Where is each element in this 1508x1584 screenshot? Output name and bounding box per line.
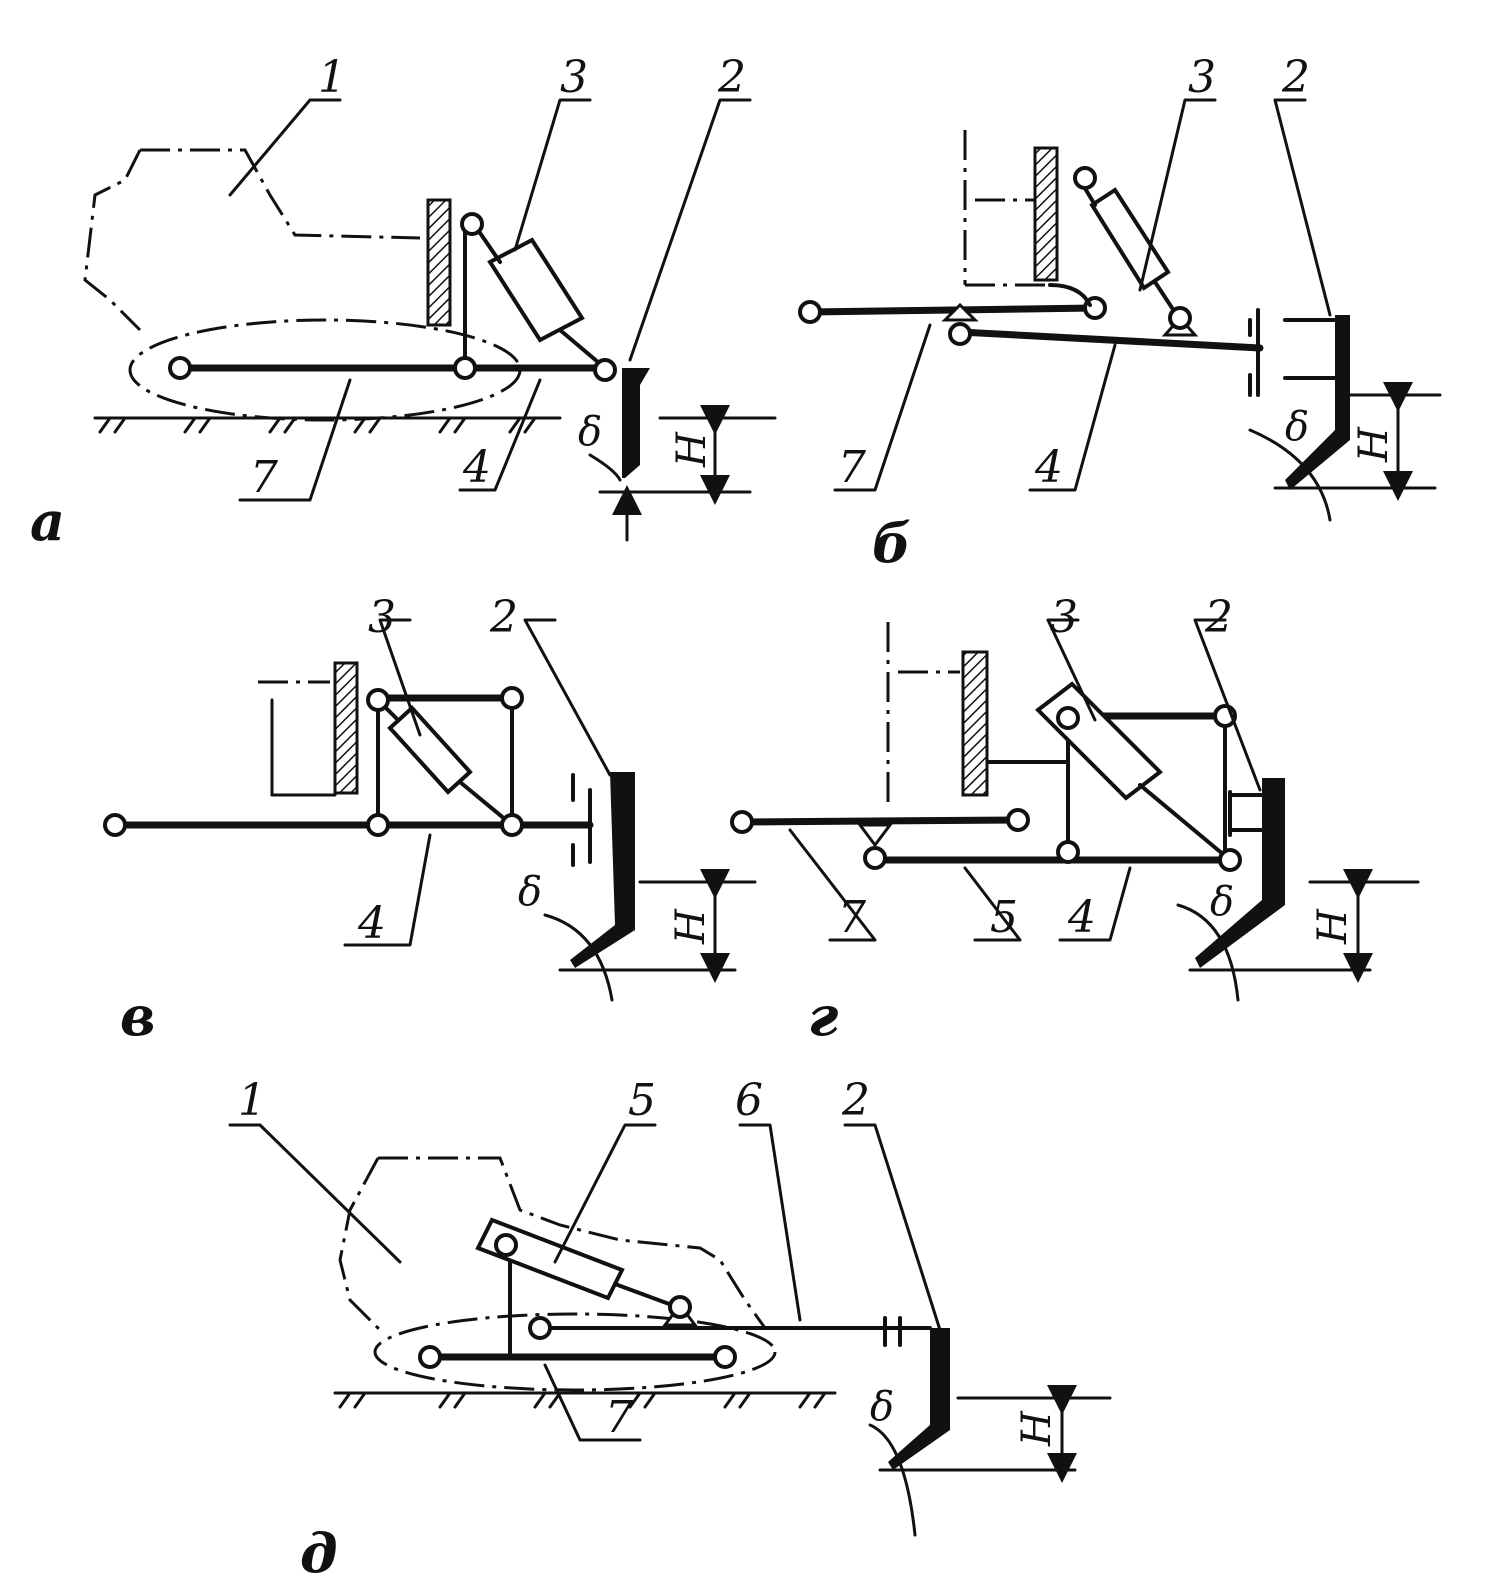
label-3: 3 <box>560 52 588 103</box>
leader-lines <box>343 618 612 947</box>
pin-joint <box>1056 706 1080 730</box>
pin-joint <box>500 686 524 710</box>
rear-mounting-plate <box>961 650 989 797</box>
beam-4 <box>956 328 1264 352</box>
label-5: 5 <box>990 892 1018 943</box>
ground-hatching <box>98 416 537 434</box>
label-7: 7 <box>605 1392 633 1443</box>
depth-H: H <box>1310 908 1356 945</box>
angle-arc <box>1176 903 1240 1002</box>
scheme-b: 3 2 7 4 δ H б <box>798 52 1442 575</box>
pin-joint <box>528 1316 552 1340</box>
push-frame-7 <box>736 816 1022 826</box>
rear-mounting-plate <box>1033 146 1059 282</box>
pin-joint <box>798 300 822 324</box>
ripper-tooth-2 <box>570 772 635 968</box>
angle-arc <box>1248 428 1332 522</box>
pin-joint <box>1168 306 1192 330</box>
variant-letter: б <box>872 511 911 575</box>
rear-mounting-plate <box>333 661 359 795</box>
label-5: 5 <box>628 1075 656 1126</box>
label-6: 6 <box>735 1075 763 1126</box>
label-3: 3 <box>368 592 396 643</box>
label-2: 2 <box>841 1075 870 1126</box>
pin-joint <box>103 813 127 837</box>
pin-joint <box>668 1295 692 1319</box>
pin-joint <box>366 688 390 712</box>
variant-letter: в <box>120 984 155 1048</box>
label-7: 7 <box>838 892 866 943</box>
track-outline <box>373 1312 777 1392</box>
angle-delta: δ <box>1285 404 1309 450</box>
pin-joint <box>948 322 972 346</box>
ripper-tooth-2 <box>1195 778 1285 968</box>
pin-joint <box>418 1345 442 1369</box>
label-2: 2 <box>717 52 746 103</box>
pin-joint <box>713 1345 737 1369</box>
push-frame-7 <box>806 304 1099 316</box>
scheme-g: 3 2 7 5 4 δ H г <box>730 592 1420 1048</box>
depth-H: H <box>668 908 714 945</box>
ripper-tooth-2 <box>888 1328 950 1470</box>
pin-joint <box>366 813 390 837</box>
pin-joint <box>1056 840 1080 864</box>
ripper-tooth-2 <box>1285 315 1350 490</box>
angle-arc <box>588 453 622 482</box>
label-7: 7 <box>838 442 866 493</box>
pin-joint <box>730 810 754 834</box>
angle-arc <box>543 913 614 1002</box>
variant-letter: д <box>300 1521 338 1584</box>
rear-mounting-plate <box>426 198 452 327</box>
ground-hatching <box>338 1391 827 1409</box>
pin-joint <box>460 212 484 236</box>
pin-joint <box>494 1233 518 1257</box>
label-7: 7 <box>250 452 278 503</box>
leader-lines <box>228 1123 942 1442</box>
label-3: 3 <box>1050 592 1078 643</box>
label-1: 1 <box>238 1075 266 1126</box>
ripper-tooth-2 <box>622 368 650 478</box>
variant-letter: а <box>30 489 65 553</box>
tractor-body-outline <box>338 1156 767 1332</box>
tractor-body-outline <box>83 148 421 332</box>
pin-joint <box>593 358 617 382</box>
pin-joint <box>863 846 887 870</box>
label-2: 2 <box>1281 52 1310 103</box>
leader-lines <box>228 98 752 502</box>
variant-letter: г <box>808 984 838 1048</box>
depth-H: H <box>669 431 715 468</box>
angle-delta: δ <box>870 1384 894 1430</box>
angle-arc <box>868 1423 917 1537</box>
label-4: 4 <box>1034 442 1063 493</box>
label-3: 3 <box>1188 52 1216 103</box>
depth-H: H <box>1351 426 1397 463</box>
pin-joint <box>500 813 524 837</box>
hydraulic-cylinder-3 <box>376 698 514 827</box>
label-2: 2 <box>489 592 518 643</box>
label-1: 1 <box>318 52 346 103</box>
angle-delta: δ <box>518 869 542 915</box>
pin-joint <box>168 356 192 380</box>
pin-joint <box>1073 166 1097 190</box>
scheme-a: 1 3 2 7 4 δ H а <box>30 52 777 553</box>
leader-lines <box>788 618 1262 942</box>
depth-H: H <box>1014 1410 1060 1447</box>
leader-lines <box>833 98 1332 492</box>
pin-joint <box>1006 808 1030 832</box>
label-4: 4 <box>1067 892 1096 943</box>
angle-delta: δ <box>578 409 602 455</box>
pin-joint <box>1218 848 1242 872</box>
scheme-v: 3 2 4 δ H в <box>103 592 757 1048</box>
label-4: 4 <box>462 442 491 493</box>
pin-joint <box>453 356 477 380</box>
angle-delta: δ <box>1210 879 1234 925</box>
label-4: 4 <box>357 898 386 949</box>
scheme-d: 1 5 6 2 7 δ H д <box>228 1075 1112 1584</box>
label-2: 2 <box>1204 592 1233 643</box>
